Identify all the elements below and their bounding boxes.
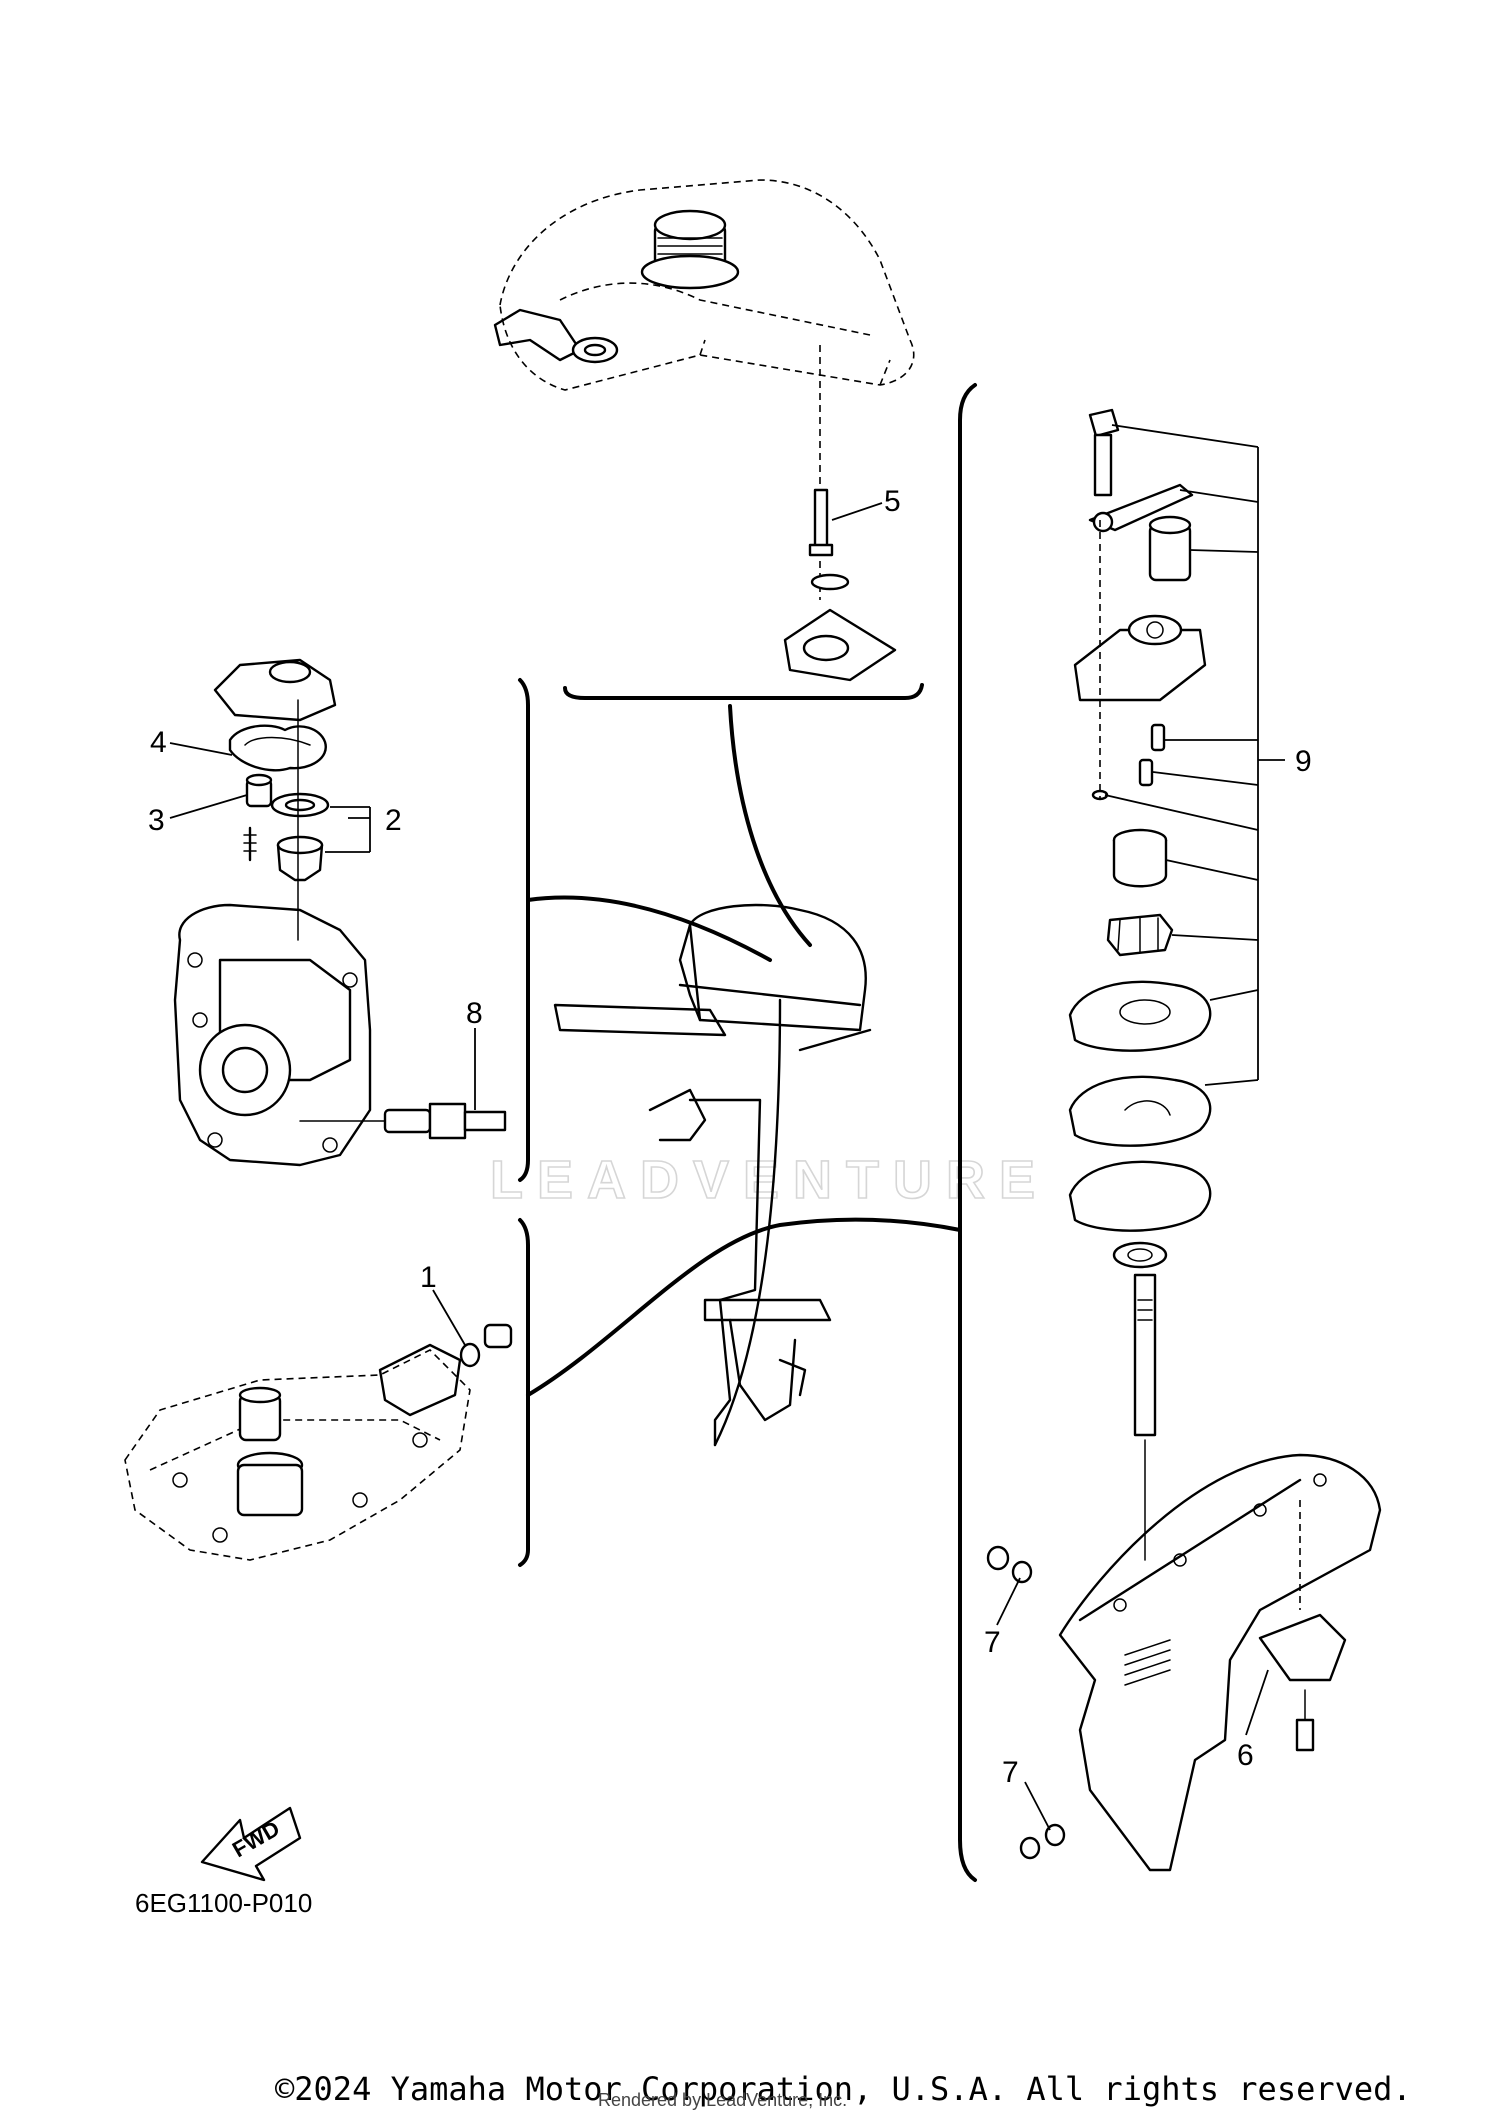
callout-7-lower: 7 [1002, 1756, 1019, 1789]
callout-2: 2 [385, 804, 402, 837]
rendered-by-text: Rendered by LeadVenture, Inc. [598, 2090, 847, 2110]
callout-6: 6 [1237, 1739, 1254, 1772]
callout-4: 4 [150, 726, 167, 759]
powerhead-assembly [173, 658, 530, 1182]
watermark-text: LEADVENTURE [490, 1150, 1049, 1210]
callout-3: 3 [148, 804, 165, 837]
outboard-motor-overview [526, 704, 962, 1447]
water-pump-lower-unit [958, 383, 1382, 1882]
callout-9: 9 [1295, 745, 1312, 778]
bottom-cowling-assembly [124, 1218, 530, 1567]
copyright-text: ©2024 Yamaha Motor Corporation, U.S.A. A… [275, 2070, 1412, 2108]
top-cowling-assembly [493, 179, 924, 700]
callout-leaders [169, 502, 1269, 1831]
callout-7-upper: 7 [984, 1626, 1001, 1659]
callout-1: 1 [420, 1261, 437, 1294]
callout-8: 8 [466, 997, 483, 1030]
fwd-arrow-icon: FWD [200, 1806, 302, 1882]
diagram-code: 6EG1100-P010 [135, 1888, 312, 1918]
callout-5: 5 [884, 485, 901, 518]
callout-labels: 1 2 3 4 5 6 7 7 8 9 [148, 485, 1312, 1789]
